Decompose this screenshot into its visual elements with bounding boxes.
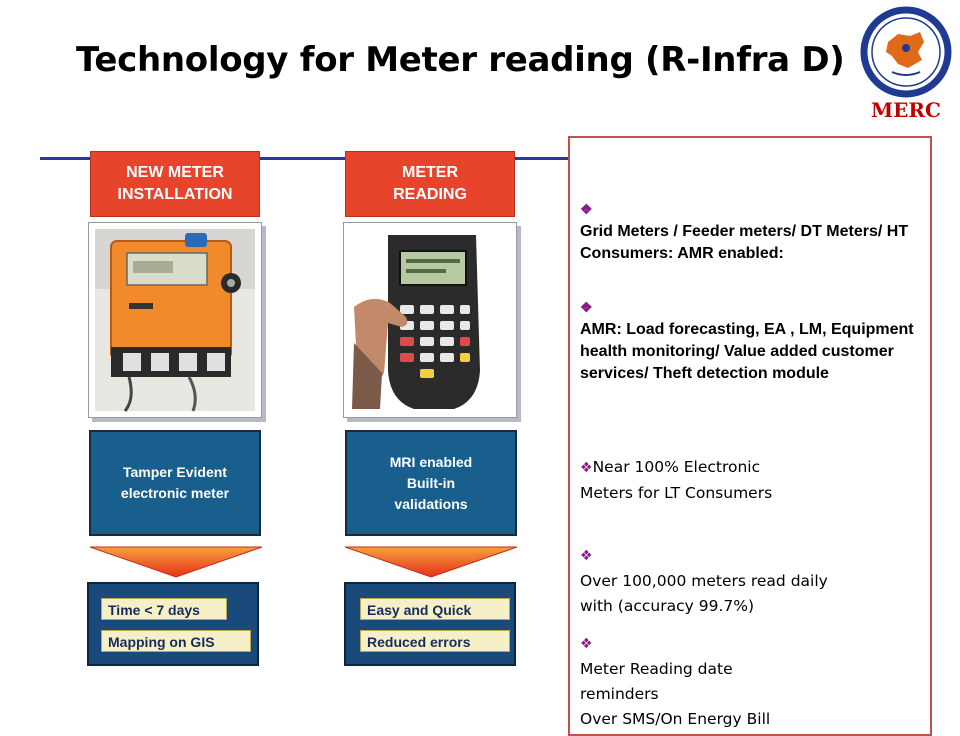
- diamond-bullet-icon: ❖: [580, 460, 593, 476]
- new-meter-installation-header: NEW METER INSTALLATION: [90, 151, 260, 217]
- down-arrow-icon: [89, 546, 263, 578]
- bullet-text: Over 100,000 meters read daily with (acc…: [580, 572, 828, 615]
- outcome-easy-label: Easy and Quick: [360, 598, 510, 620]
- bullet-text: Near 100% Electronic Meters for LT Consu…: [580, 458, 773, 502]
- bullet-text: Grid Meters / Feeder meters/ DT Meters/ …: [580, 223, 909, 262]
- bullet-amr-enabled: ❖ Grid Meters / Feeder meters/ DT Meters…: [580, 176, 920, 265]
- mri-enabled-box: MRI enabled Built-in validations: [345, 430, 517, 536]
- meter-reading-header: METER READING: [345, 151, 515, 217]
- bullet-text: Meter Reading date reminders Over SMS/On…: [580, 660, 771, 728]
- outcome-time-label: Time < 7 days: [101, 598, 227, 620]
- bullet-meters-read-daily: ❖ Over 100,000 meters read daily with (a…: [580, 518, 930, 619]
- meter-reading-device-photo: [343, 222, 517, 418]
- electronic-meter-photo: [88, 222, 262, 418]
- outcome-errors-label: Reduced errors: [360, 630, 510, 652]
- bullet-electronic-meters: ❖Near 100% Electronic Meters for LT Cons…: [580, 430, 920, 506]
- installation-outcomes-box: Time < 7 days Mapping on GIS: [87, 582, 259, 666]
- bullet-reading-reminders: ❖ Meter Reading date reminders Over SMS/…: [580, 606, 920, 732]
- diamond-bullet-icon: ❖: [580, 201, 593, 217]
- outcome-gis-label: Mapping on GIS: [101, 630, 251, 652]
- bullet-text: AMR: Load forecasting, EA , LM, Equipmen…: [580, 321, 914, 382]
- merc-logo: MERC: [858, 6, 954, 124]
- page-title: Technology for Meter reading (R-Infra D): [76, 40, 845, 80]
- diamond-bullet-icon: ❖: [580, 548, 593, 564]
- benefits-panel: ❖ Grid Meters / Feeder meters/ DT Meters…: [568, 136, 932, 736]
- diamond-bullet-icon: ❖: [580, 636, 593, 652]
- bullet-amr-uses: ❖ AMR: Load forecasting, EA , LM, Equipm…: [580, 274, 920, 385]
- down-arrow-icon: [344, 546, 518, 578]
- logo-text: MERC: [871, 98, 941, 122]
- merc-logo-icon: [860, 6, 952, 98]
- tamper-evident-meter-box: Tamper Evident electronic meter: [89, 430, 261, 536]
- diamond-bullet-icon: ❖: [580, 299, 593, 315]
- reading-outcomes-box: Easy and Quick Reduced errors: [344, 582, 516, 666]
